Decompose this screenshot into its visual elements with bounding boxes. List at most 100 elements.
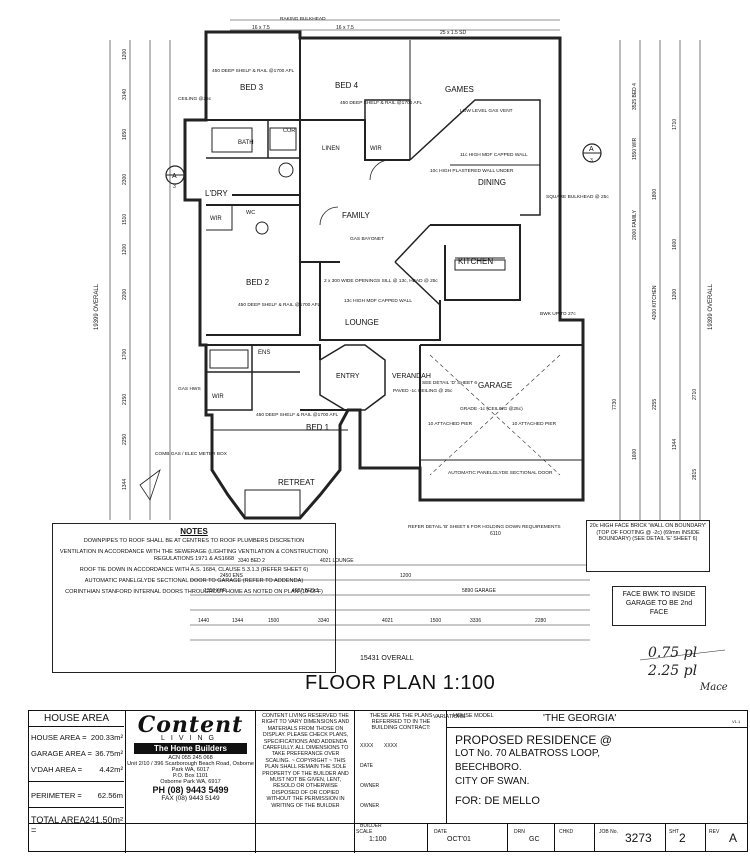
room-bed4: BED 4 (335, 81, 359, 90)
plan-title: FLOOR PLAN 1:100 (305, 672, 496, 694)
note-lounge-opening: 2 x 300 WIDE OPENINGS SILL @ 13c, HEAD @… (324, 278, 438, 284)
house-model-name: 'THE GEORGIA' (543, 713, 617, 724)
dim-bottom-3340: 3340 (318, 618, 329, 624)
var-value: XXXX (360, 743, 374, 749)
note-sectional-door: AUTOMATIC PANELGLYDE SECTIONAL DOOR (448, 470, 553, 476)
dim-top-3: 25 x 1.5 SD (440, 30, 467, 36)
company-po: P.O. Box 1101 (172, 773, 209, 779)
variations-header: THESE ARE THE PLANS REFERRED TO IN THE B… (369, 713, 433, 731)
handwritten-note-2: 2.25 pl (648, 663, 698, 679)
room-wir-2: WIR (210, 216, 222, 222)
drn-label: DRN (514, 829, 525, 835)
area-label: TOTAL AREA = (31, 815, 85, 835)
note-garage-grade: GRADE -1c (CEILING @25c) (460, 406, 523, 412)
area-label: PERIMETER = (31, 791, 82, 800)
note-attached-pier-1: 10 ATTACHED PIER (428, 421, 473, 427)
room-kitchen: KITCHEN (458, 257, 493, 266)
sign-builder: BUILDER (360, 823, 382, 829)
divider (29, 823, 747, 824)
dim-right-1: 3525 BED 4 (632, 83, 638, 110)
area-value: 62.56m (97, 791, 123, 800)
room-family: FAMILY (342, 211, 371, 220)
dim-left-1: 1344 (122, 479, 128, 490)
company-address: Unit 2/10 / 396 Scarborough Beach Road, … (127, 761, 254, 773)
divider (29, 807, 124, 808)
dim-right-8: 2815 (692, 469, 698, 480)
section-sheet-right: 3 (590, 158, 593, 164)
house-model-label: HOUSE MODEL (453, 713, 494, 719)
dim-bottom-1344: 1344 (232, 618, 243, 624)
divider (29, 781, 124, 782)
proposal-line: BEECHBORO. (455, 762, 522, 773)
room-games: GAMES (445, 85, 474, 94)
room-bath: BATH (238, 140, 254, 146)
dim-right-13: 1600 (632, 449, 638, 460)
builder-brand: Content LIVING The Home Builders ACN 055… (125, 711, 256, 853)
area-row: V'DAH AREA = 4.42m² (31, 765, 123, 774)
note-high-plastered: 10c HIGH PLASTERED WALL UNDER (430, 168, 514, 174)
scale-label: SCALE (356, 829, 373, 835)
dim-right-7: 1344 (672, 439, 678, 450)
company-phone: PH (08) 9443 5499 (152, 785, 229, 795)
area-value: 36.75m² (95, 749, 123, 758)
company-logo: Content (137, 712, 244, 738)
dim-left-6: 1200 (122, 244, 128, 255)
room-bed3: BED 3 (240, 83, 264, 92)
date-value: OCT'01 (447, 836, 471, 843)
dim-bottom-6110: 6110 (490, 531, 501, 537)
note-refer-detail: REFER DETAIL 'B' SHEET 6 FOR HOLDING DOW… (408, 524, 561, 530)
company-po2: Osborne Park WA, 6917 (160, 779, 221, 785)
sheet-value: 2 (679, 831, 686, 845)
area-row: GARAGE AREA = 36.75m² (31, 749, 123, 758)
room-corridor: COR (283, 128, 295, 134)
dim-left-3: 2150 (122, 394, 128, 405)
dim-bottom-1500b: 1500 (430, 618, 441, 624)
proposal-line: CITY OF SWAN. (455, 776, 530, 787)
notes-panel: NOTES DOWNPIPES TO ROOF SHALL BE AT CENT… (52, 523, 336, 673)
room-wir-1: WIR (370, 146, 382, 152)
note-item: AUTOMATIC PANELGLYDE SECTIONAL DOOR TO G… (84, 578, 304, 584)
area-label: HOUSE AREA = (31, 733, 87, 742)
var-value: XXXX (384, 743, 398, 749)
section-sheet-left: 3 (173, 184, 176, 190)
dim-bottom-3336: 3336 (470, 618, 481, 624)
dim-bottom-2280: 2280 (535, 618, 546, 624)
dim-bottom-1200: 1200 (400, 573, 411, 579)
dim-bottom-1440: 1440 (198, 618, 209, 624)
area-value: 241.50m² (84, 815, 123, 825)
dim-right-12: 2255 (652, 399, 658, 410)
note-attached-pier-2: 10 ATTACHED PIER (512, 421, 557, 427)
area-row: HOUSE AREA = 200.33m² (31, 733, 123, 742)
note-item: CORINTHIAN STANFORD INTERNAL DOORS THROU… (65, 589, 323, 595)
variations-col: VARIATIONS (433, 714, 466, 720)
note-shelf-bed2: 450 DEEP SHELF & RAIL @1700 AFL (238, 302, 321, 308)
date-label: DATE (434, 829, 447, 835)
divider (447, 727, 747, 728)
divider (554, 824, 555, 852)
handwritten-note-1: 0.75 pl (648, 645, 698, 661)
sheet-label: SHT (669, 829, 679, 835)
note-shelf-bed1: 450 DEEP SHELF & RAIL @1700 AFL (256, 412, 339, 418)
dim-left-2: 2250 (122, 434, 128, 445)
drn-value: GC (529, 836, 540, 843)
divider (507, 824, 508, 852)
note-shelf-bed3: 450 DEEP SHELF & RAIL @1700 AFL (212, 68, 295, 74)
note-gas-bayonet: GAS BAYONET (350, 236, 384, 242)
company-sub: LIVING (161, 735, 220, 742)
note-gas-meter: COMB GAS / ELEC METER BOX (155, 451, 228, 457)
room-ensuite: ENS (258, 350, 270, 356)
house-model-version: V1.1 (732, 719, 741, 724)
dim-overall-left: 19399 OVERALL (94, 283, 100, 330)
room-wc: WC (246, 210, 255, 216)
job-value: 3273 (625, 831, 652, 845)
dim-bottom-bed1: 4087 BED 1 (292, 588, 319, 594)
dim-left-10: 3140 (122, 89, 128, 100)
dim-right-9: 1800 (652, 189, 658, 200)
dim-overall-bottom: 15431 OVERALL (360, 655, 414, 662)
rev-value: A (729, 831, 738, 845)
area-row: TOTAL AREA = 241.50m² (31, 815, 123, 835)
proposal-line: LOT No. 70 ALBATROSS LOOP, (455, 748, 601, 759)
dim-left-7: 1510 (122, 214, 128, 225)
proposal-address: PROPOSED RESIDENCE @ LOT No. 70 ALBATROS… (455, 733, 612, 808)
note-high-mdf: 11c HIGH MDF CAPPED WALL (460, 152, 528, 158)
